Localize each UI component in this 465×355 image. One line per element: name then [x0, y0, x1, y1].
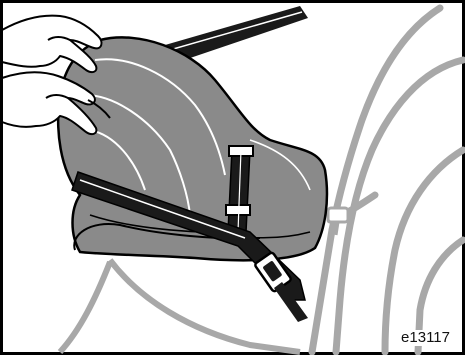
seat-edge-outline	[60, 262, 110, 352]
figure-code-label: e13117	[398, 330, 453, 346]
vehicle-seat-icon	[312, 8, 463, 352]
